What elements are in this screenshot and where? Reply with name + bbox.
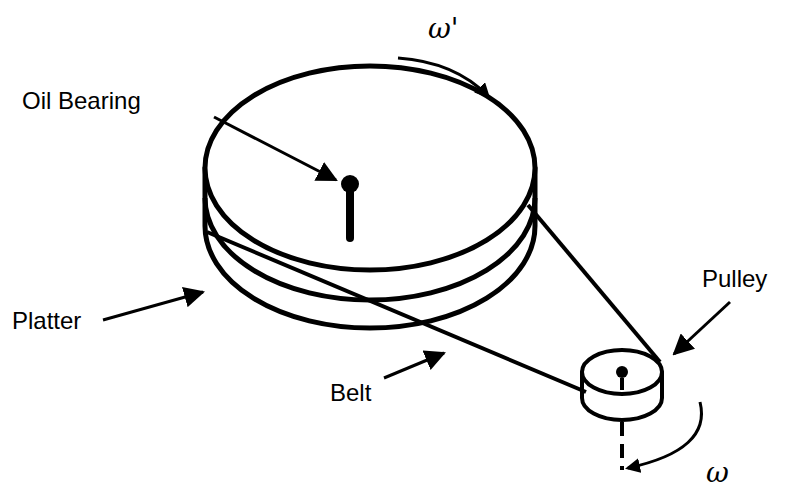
motor-shaft xyxy=(620,422,624,470)
rotation-label: ω' xyxy=(428,14,459,45)
leader-line xyxy=(214,117,336,180)
part-label: Platter xyxy=(12,308,81,334)
pulley-top xyxy=(582,350,662,394)
part-label: Pulley xyxy=(702,266,767,292)
leader-line xyxy=(674,302,730,354)
pulley-axle xyxy=(616,366,628,378)
bearing-cap xyxy=(341,175,359,193)
part-label: Oil Bearing xyxy=(22,88,141,114)
belt-lower xyxy=(207,232,586,392)
belt-upper xyxy=(528,205,660,362)
rotation-label: ω xyxy=(706,458,729,489)
rotation-arrow xyxy=(398,58,488,96)
part-label: Belt xyxy=(330,380,371,406)
bearing-spindle xyxy=(346,188,354,238)
platter-top xyxy=(205,66,535,270)
rotation-arrow xyxy=(628,402,702,468)
leader-line xyxy=(384,353,444,378)
leader-line xyxy=(103,292,203,320)
pulley-axle-stub xyxy=(620,378,624,390)
